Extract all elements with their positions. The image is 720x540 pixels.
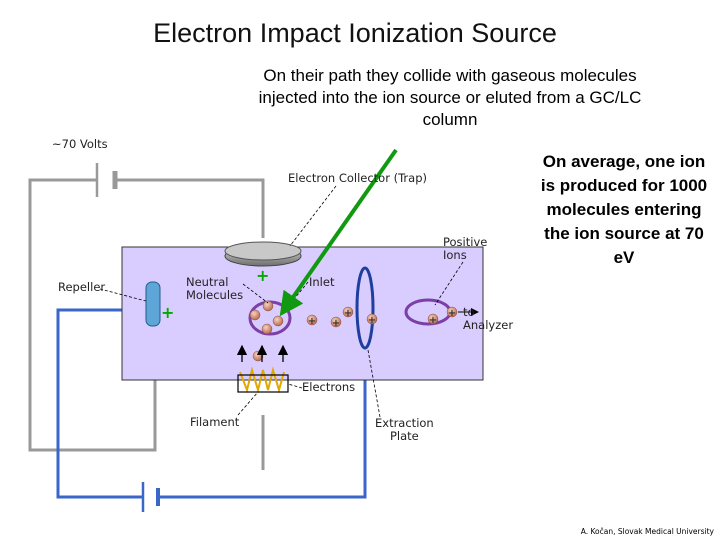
leader-lines [99,185,464,418]
extraction-plate [355,266,375,350]
electron-arrows [236,344,289,362]
svg-text:+: + [308,316,316,327]
credit: A. Kočan, Slovak Medical University [580,527,714,536]
side-note: On average, one ion is produced for 1000… [540,152,708,267]
repeller-plus: + [161,303,174,322]
filament-label: Filament [190,415,240,429]
extraction-circuit [56,308,367,499]
electron-collector-label: Electron Collector (Trap) [288,171,427,185]
page-title: Electron Impact Ionization Source [153,18,557,48]
trap-plus: + [256,266,269,285]
inlet-arrow [279,148,398,317]
repeller-label: Repeller [58,280,106,294]
svg-text:+: + [368,315,376,326]
neutral-molecules-label: Neutral Molecules [186,275,244,302]
svg-text:+: + [429,315,437,326]
svg-text:+: + [344,308,352,319]
svg-text:+: + [448,308,456,319]
voltage-circuit [28,178,265,470]
svg-text:+: + [332,318,340,329]
positive-ions-label: Positive Ions [443,235,488,262]
subtitle: On their path they collide with gaseous … [258,66,642,129]
neutral-molecules [249,300,284,362]
to-analyzer-label: to Analyzer [463,305,514,332]
trap-top [224,241,302,261]
inlet-label: Inlet [309,275,335,289]
repeller-plate [145,281,161,327]
extraction-plate-label: Extraction Plate [375,416,434,443]
filament-coil [239,366,285,394]
electrons-label: Electrons [302,380,356,394]
positive-ions: + + + + + + [306,306,458,329]
voltage-label: ~70 Volts [52,137,108,151]
filament-holder [237,374,289,393]
